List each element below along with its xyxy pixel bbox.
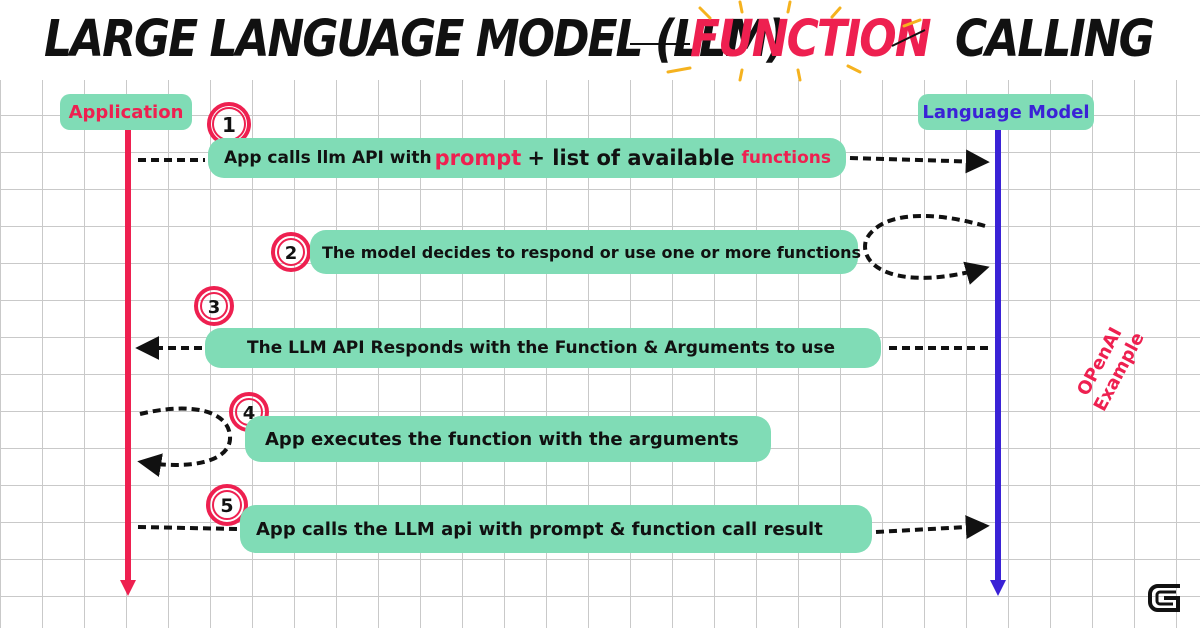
step-2-number: 2 — [285, 243, 298, 264]
title-part-3: CALLING — [955, 10, 1155, 69]
application-lifeline-arrowhead — [120, 580, 136, 596]
step-5-badge: 5 — [206, 484, 248, 526]
title-part-2: FUNCTION — [690, 10, 932, 69]
step-1-text-functions: functions — [741, 148, 831, 168]
step-2-self-loop-arrow — [863, 213, 990, 285]
step-1-text-prompt: prompt — [434, 146, 522, 170]
step-2-message: The model decides to respond or use one … — [310, 230, 861, 274]
step-1-text-a: App calls llm API with — [224, 148, 432, 168]
step-3-number: 3 — [208, 297, 221, 318]
actor-language-model-label: Language Model — [918, 94, 1094, 130]
actor-application-label: Application — [60, 94, 192, 130]
title-connector-right — [891, 29, 926, 47]
step-3-badge: 3 — [194, 286, 234, 326]
step-1-badge: 1 — [207, 102, 251, 146]
step-5-arrow-left-segment — [137, 525, 239, 531]
step-1-arrow-right-segment — [849, 149, 990, 174]
title-band — [0, 0, 1200, 80]
step-5-number: 5 — [220, 495, 233, 517]
sunburst-decoration — [666, 0, 922, 82]
step-5-message: App calls the LLM api with prompt & func… — [240, 505, 872, 553]
step-3-message: The LLM API Responds with the Function &… — [205, 328, 881, 368]
g-logo-icon — [1148, 584, 1180, 612]
step-5-arrow-right-segment — [875, 515, 990, 540]
step-1-message: App calls llm API with prompt + list of … — [208, 138, 846, 178]
title-part-1: LARGE LANGUAGE MODEL (LLM) — [44, 10, 787, 69]
step-2-badge: 2 — [271, 232, 311, 272]
step-1-text-c: + list of available — [527, 146, 735, 170]
step-4-self-loop-arrow — [137, 406, 233, 477]
model-lifeline-arrowhead — [990, 580, 1006, 596]
step-4-message: App executes the function with the argum… — [245, 416, 771, 462]
step-1-number: 1 — [222, 113, 236, 137]
